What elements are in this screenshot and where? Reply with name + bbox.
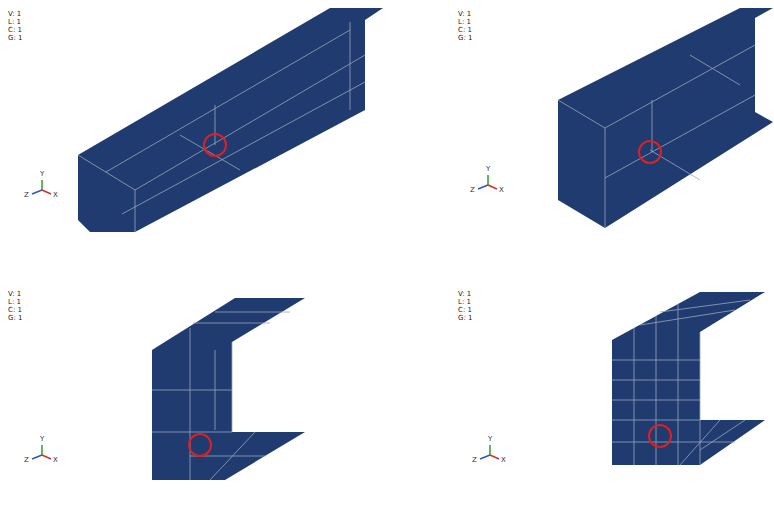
view-info: L: 1 (8, 298, 21, 306)
axis-label: Y (40, 435, 44, 443)
view-info: L: 1 (458, 298, 471, 306)
axis-label: X (501, 456, 506, 464)
view-info: L: 1 (458, 18, 471, 26)
view-info: V: 1 (458, 10, 471, 18)
axis-label: Z (24, 191, 29, 199)
view-info: G: 1 (8, 314, 22, 322)
axis-label: X (499, 186, 504, 194)
view-info: C: 1 (8, 26, 22, 34)
view-info: G: 1 (458, 34, 472, 42)
axis-label: X (53, 456, 58, 464)
view-info: L: 1 (8, 18, 21, 26)
view-info: C: 1 (458, 306, 472, 314)
axis-label: Y (488, 435, 492, 443)
view-info: G: 1 (8, 34, 22, 42)
view-info: V: 1 (8, 290, 21, 298)
view-info: V: 1 (8, 10, 21, 18)
axis-label: X (53, 191, 58, 199)
view-info: V: 1 (458, 290, 471, 298)
axis-label: Z (24, 456, 29, 464)
axis-label: Y (40, 170, 44, 178)
axis-label: Z (470, 186, 475, 194)
view-info: C: 1 (8, 306, 22, 314)
view-info: C: 1 (458, 26, 472, 34)
axis-label: Z (472, 456, 477, 464)
view-info: G: 1 (458, 314, 472, 322)
axis-label: Y (486, 165, 490, 173)
